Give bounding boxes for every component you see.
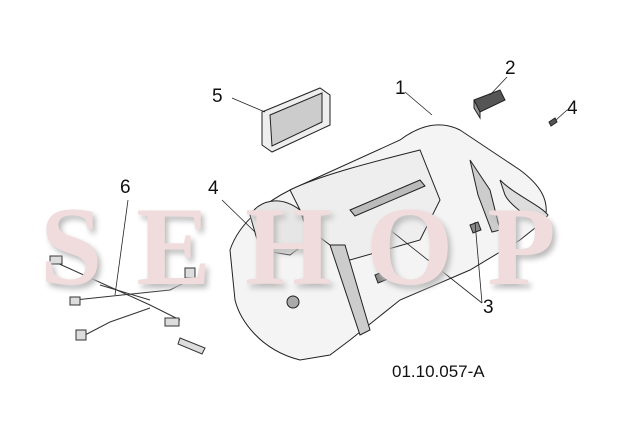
callout-1: 1: [395, 78, 406, 99]
callout-2: 2: [505, 58, 516, 79]
callout-3: 3: [483, 297, 494, 318]
part-5-panel: [261, 87, 331, 153]
callout-5: 5: [212, 86, 223, 107]
watermark: SEHOP: [40, 185, 590, 309]
callout-4-body: 4: [208, 178, 219, 199]
part-2-switch: [473, 89, 506, 120]
part-1-body: [229, 124, 549, 361]
drawing-code: 01.10.057-A: [392, 362, 485, 381]
callout-4-screw: 4: [567, 98, 578, 119]
leader-lines: [114, 76, 568, 304]
part-6-harness: [49, 255, 206, 355]
callout-6: 6: [120, 177, 131, 198]
part-4-screw: [548, 117, 558, 127]
